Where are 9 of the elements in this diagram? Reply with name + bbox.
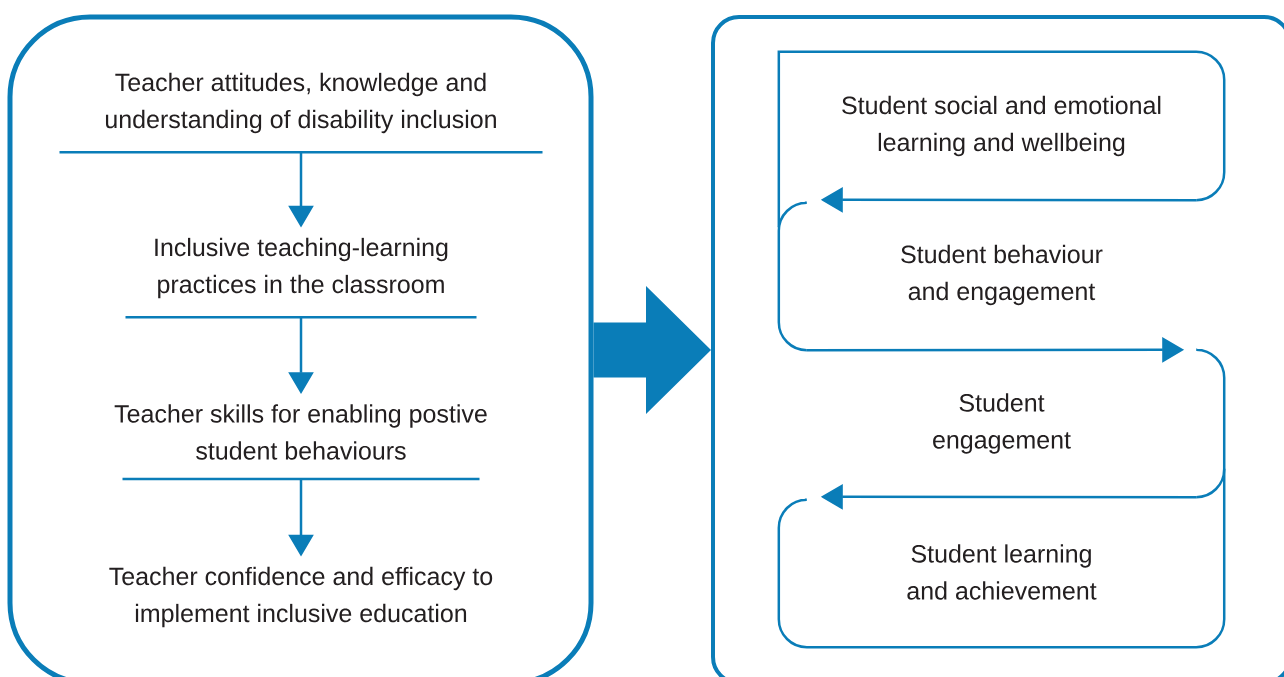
rounded-panel (711, 15, 1284, 677)
flow-box: Student learning and achievement (777, 468, 1226, 649)
rounded-panel (7, 14, 594, 677)
flow-step: Teacher skills for enabling postive student behaviours (114, 404, 487, 481)
flow-step: Teacher confidence and efficacy to implement inclusive education (109, 566, 493, 628)
flow-step: Inclusive teaching-learning practices in the classroom (125, 237, 477, 319)
flow-box: Student social and emotional learning and wellbeing (777, 50, 1226, 228)
flow-step: Teacher attitudes, knowledge and understanding of disability inclusion (59, 72, 543, 154)
block-arrow (593, 286, 711, 414)
